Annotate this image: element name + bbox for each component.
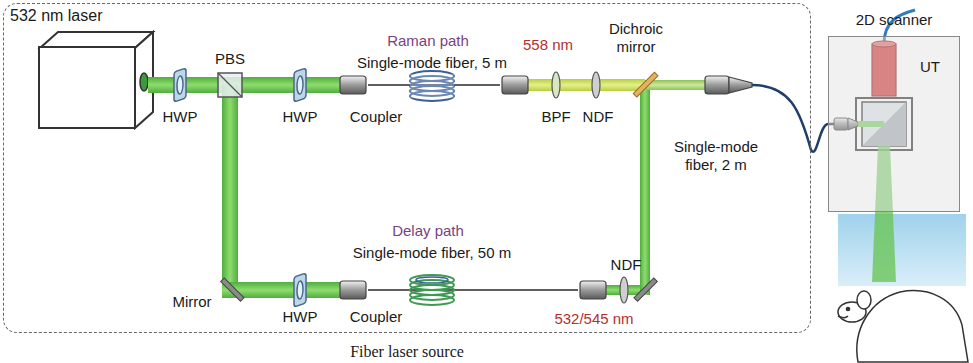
optics-part <box>729 77 752 93</box>
optics-part <box>294 68 306 102</box>
optics-part <box>297 280 303 300</box>
optics-part <box>705 76 729 94</box>
mouse-figure <box>838 291 968 362</box>
part-label: NDF <box>583 108 614 126</box>
part-label: Single-mode fiber, 5 m <box>357 54 507 72</box>
optics-part <box>552 72 560 98</box>
part-label: NDF <box>611 256 642 274</box>
optics-part <box>294 68 306 102</box>
beam-splitter-cube <box>218 73 242 97</box>
part-label: Single-mode fiber, 50 m <box>353 244 511 262</box>
part-label: BPF <box>541 108 570 126</box>
node-heading: Fiber laser source <box>4 343 810 361</box>
optics-part <box>222 85 238 298</box>
node-heading: 532 nm laser <box>10 7 103 25</box>
part-label: 558 nm <box>523 36 573 54</box>
optics-part <box>410 295 454 305</box>
optics-part <box>633 72 658 97</box>
optics-part <box>218 73 242 97</box>
optics-part <box>221 278 244 301</box>
mirrors <box>221 72 658 301</box>
part-label: UT <box>920 58 940 76</box>
optics-part <box>620 277 628 303</box>
optics-part <box>218 73 242 97</box>
optics-part <box>838 316 848 318</box>
optics-part <box>580 281 606 299</box>
fiber-coil-5m <box>410 71 454 101</box>
optics-part <box>297 75 303 95</box>
part-label: Single-mode fiber, 2 m <box>668 138 764 174</box>
optics-part <box>640 88 650 295</box>
optics-part <box>838 214 966 286</box>
optics-part <box>410 74 454 98</box>
scanner-box: 2D scanner <box>828 36 960 212</box>
fiber-coil-50m <box>410 275 454 305</box>
optics-part <box>174 68 186 102</box>
fiber-couplers <box>340 76 752 299</box>
part-label: Raman path <box>387 32 469 50</box>
optics-part <box>177 75 183 95</box>
part-label: Coupler <box>350 108 403 126</box>
part-label: PBS <box>215 50 245 68</box>
part-label: Delay path <box>392 222 464 240</box>
optics-part <box>846 307 849 310</box>
optics-part <box>502 76 528 94</box>
part-label: 532/545 nm <box>554 310 633 328</box>
optics-part <box>174 68 186 102</box>
half-wave-plates <box>174 68 306 307</box>
optics-part <box>857 291 968 362</box>
optics-part <box>592 72 600 98</box>
optics-part <box>340 76 366 94</box>
optics-part <box>294 273 306 307</box>
optics-part <box>340 281 366 299</box>
optics-part <box>634 278 657 301</box>
part-label: Dichroic mirror <box>599 20 673 56</box>
part-label: HWP <box>283 108 318 126</box>
optics-part <box>645 80 705 90</box>
node-heading: 2D scanner <box>829 11 959 28</box>
optics-part <box>857 291 871 309</box>
part-label: HWP <box>283 308 318 326</box>
laser-box: 532 nm laser <box>38 46 136 129</box>
output-fiber <box>752 85 811 150</box>
optics-part <box>140 73 148 91</box>
part-label: Coupler <box>350 308 403 326</box>
optics-part <box>528 79 645 91</box>
optics-part <box>294 273 306 307</box>
part-label: Mirror <box>172 293 211 311</box>
optics-part <box>416 277 448 283</box>
part-label: HWP <box>163 108 198 126</box>
optics-part <box>368 289 578 291</box>
laser-beams <box>148 77 705 298</box>
